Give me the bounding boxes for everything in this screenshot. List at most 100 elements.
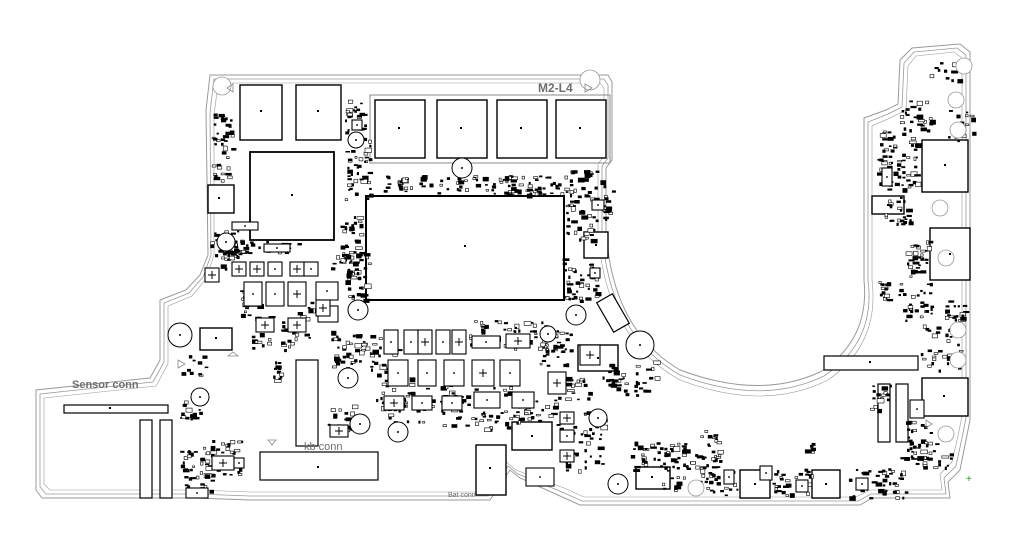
smd-part	[556, 341, 562, 344]
smd-part	[911, 144, 915, 147]
smd-part	[900, 457, 905, 460]
smd-part	[774, 473, 779, 476]
smd-part	[357, 164, 362, 168]
smd-part	[587, 228, 594, 233]
smd-part	[370, 353, 374, 355]
component-mark	[310, 268, 312, 270]
smd-part	[888, 468, 892, 471]
smd-part	[275, 365, 282, 370]
smd-part	[927, 457, 933, 461]
smd-part	[461, 401, 465, 404]
smd-part	[913, 250, 919, 256]
smd-part	[882, 491, 887, 496]
smd-part	[883, 130, 887, 133]
smd-part	[336, 335, 339, 339]
smd-part	[421, 185, 426, 188]
smd-part	[504, 393, 508, 397]
smd-part	[352, 294, 355, 299]
smd-part	[772, 482, 776, 485]
smd-part	[708, 472, 713, 475]
smd-part	[277, 362, 282, 364]
smd-part	[583, 231, 590, 236]
smd-part	[663, 487, 667, 490]
memory-area-border	[369, 94, 611, 164]
sensor-connector	[63, 404, 169, 414]
smd-part	[344, 227, 348, 230]
smd-part	[873, 404, 878, 409]
mounting-holes	[167, 57, 973, 497]
smd-part	[716, 441, 722, 445]
smd-part	[660, 447, 664, 451]
smd-part	[580, 433, 583, 436]
hole-center	[347, 377, 349, 379]
component-mark	[728, 476, 730, 478]
smd-part	[203, 446, 207, 450]
smd-part	[446, 188, 450, 191]
smd-part	[504, 191, 511, 195]
smd-part	[399, 186, 404, 189]
smd-part	[556, 330, 559, 333]
smd-part	[683, 463, 686, 467]
smd-part	[218, 113, 225, 118]
smd-part	[181, 412, 185, 416]
smd-part	[248, 252, 253, 255]
smd-part	[279, 372, 285, 377]
smd-part	[185, 416, 190, 420]
smd-part	[947, 314, 951, 317]
smd-part	[369, 193, 374, 198]
smd-part	[886, 282, 892, 287]
smd-part	[642, 461, 648, 464]
smd-part	[231, 148, 237, 151]
smd-part	[456, 187, 459, 191]
component-mark	[410, 341, 412, 343]
smd-part	[422, 421, 426, 424]
hole-center	[597, 417, 599, 419]
smd-part	[364, 147, 372, 153]
smd-part	[906, 314, 913, 319]
smd-part	[914, 174, 921, 177]
smd-part	[234, 449, 241, 453]
smd-part	[579, 210, 586, 215]
smd-part	[903, 309, 908, 313]
smd-part	[561, 350, 566, 353]
smd-part	[347, 270, 354, 275]
chip-center-dot	[579, 127, 581, 129]
mounting-hole	[955, 57, 973, 75]
smd-part	[942, 354, 948, 359]
smd-part	[331, 338, 335, 342]
smd-part	[551, 349, 556, 353]
origin-marker: +	[966, 474, 972, 485]
arrow-right-icon	[584, 83, 593, 93]
smd-part	[706, 464, 709, 468]
smd-part	[716, 482, 721, 486]
smd-part	[716, 475, 721, 480]
smd-part	[886, 398, 890, 402]
smd-part	[530, 412, 534, 415]
smd-part	[900, 477, 904, 480]
smd-part	[250, 243, 256, 247]
smd-part	[585, 297, 592, 301]
smd-part	[736, 488, 739, 491]
smd-part	[364, 124, 367, 127]
smd-part	[482, 176, 489, 182]
smd-part	[971, 117, 976, 123]
smd-part	[213, 113, 218, 117]
smd-part	[641, 462, 645, 465]
smd-part	[565, 382, 573, 387]
smd-part	[904, 457, 911, 461]
smd-part	[613, 370, 620, 376]
smd-part	[710, 473, 715, 476]
smd-part	[933, 466, 939, 469]
smd-part	[526, 193, 533, 199]
smd-part	[913, 244, 918, 247]
smd-part	[527, 188, 533, 192]
smd-part	[349, 354, 354, 359]
smd-part	[619, 378, 624, 380]
smd-part	[963, 311, 970, 314]
smd-part	[493, 386, 496, 390]
smd-part	[576, 379, 580, 384]
smd-part	[674, 485, 682, 490]
component-mark	[356, 124, 358, 126]
smd-part	[594, 197, 600, 200]
smd-part	[531, 416, 535, 420]
